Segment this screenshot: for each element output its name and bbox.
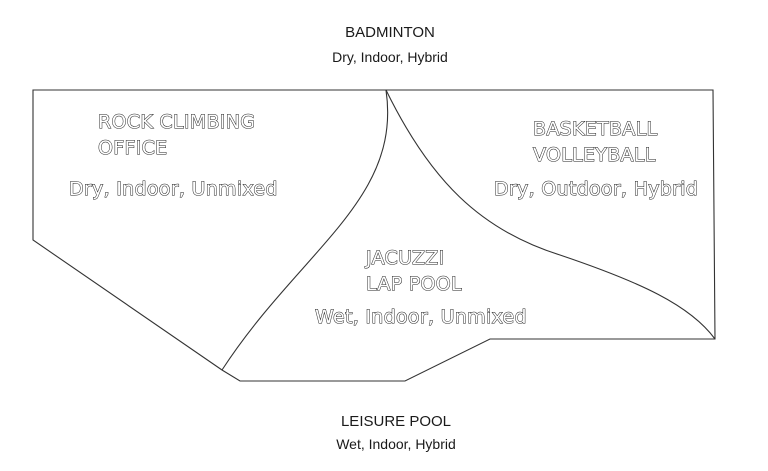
volleyball-label: VOLLEYBALL [533,144,656,167]
rock-climbing-label: ROCK CLIMBING [97,111,256,134]
basketball-label: BASKETBALL [532,118,658,141]
badminton-attributes: Dry, Indoor, Hybrid [332,49,448,65]
site-boundary [32,89,716,382]
leisure-pool-attributes: Wet, Indoor, Hybrid [336,436,456,452]
divider-curve-right [385,89,716,340]
basketball-attributes: Dry, Outdoor, Hybrid [493,178,699,201]
office-label: OFFICE [98,137,168,160]
leisure-pool-title: LEISURE POOL [340,413,452,430]
lap-pool-label: LAP POOL [366,273,463,296]
rock-climbing-attributes: Dry, Indoor, Unmixed [69,178,278,201]
badminton-title: BADMINTON [345,24,435,41]
jacuzzi-attributes: Wet, Indoor, Unmixed [315,306,528,329]
divider-curve-left [221,89,389,371]
jacuzzi-label: JACUZZI [366,247,445,270]
